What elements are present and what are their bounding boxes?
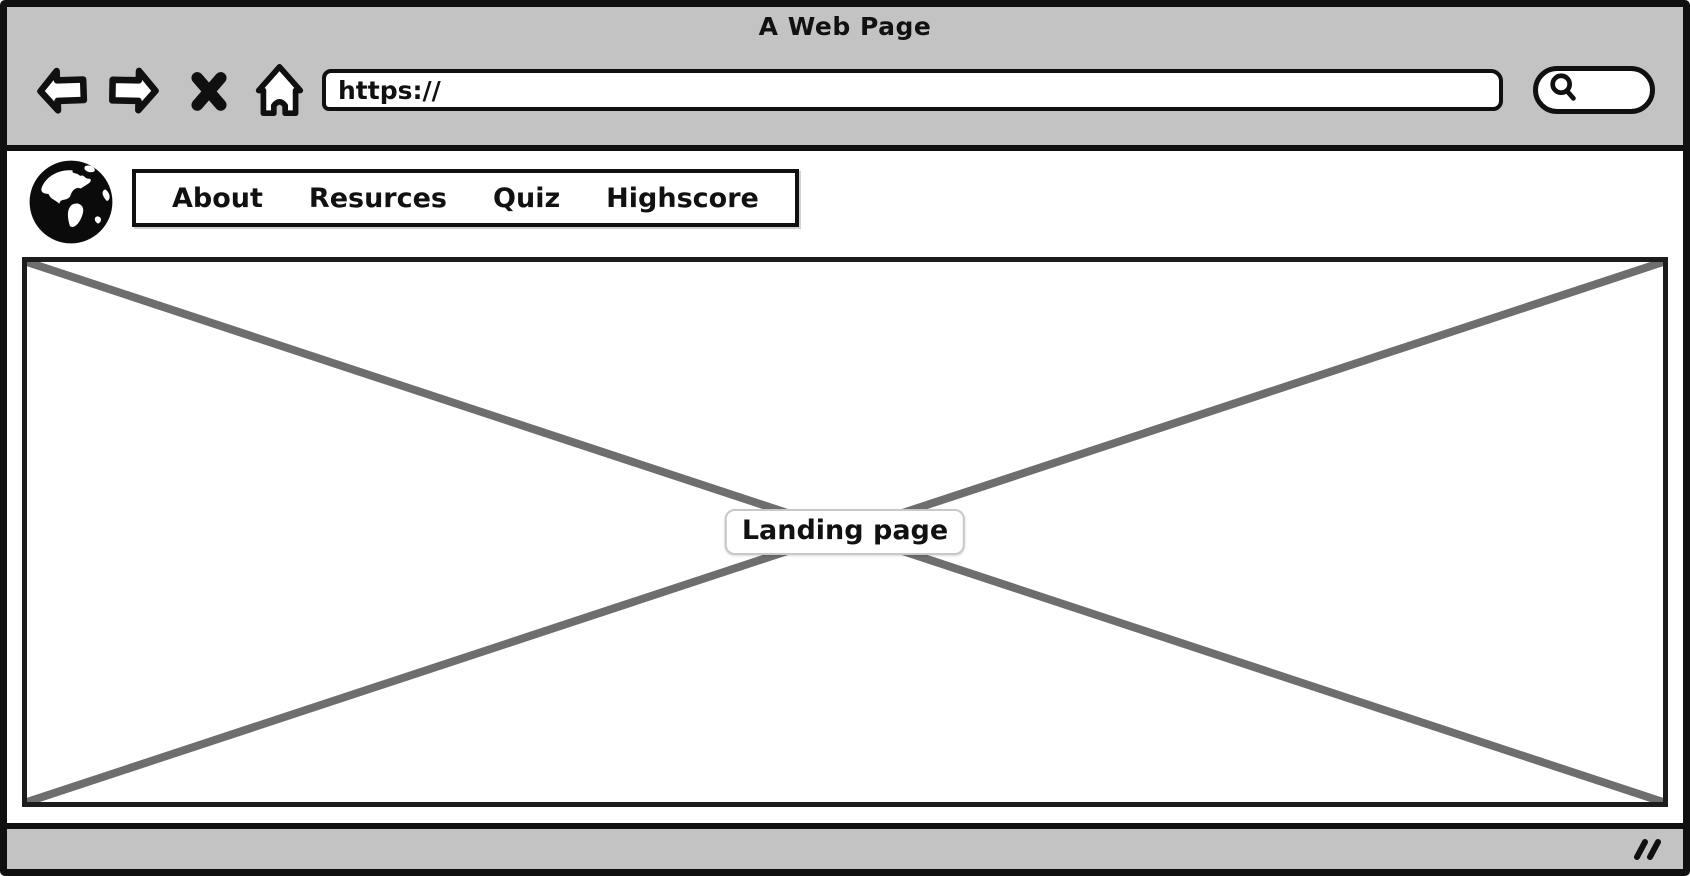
- browser-chrome: A Web Page: [7, 7, 1683, 151]
- back-icon: [32, 63, 92, 118]
- placeholder-label: Landing page: [724, 509, 966, 555]
- forward-button[interactable]: [105, 63, 164, 117]
- site-logo[interactable]: [26, 157, 116, 247]
- site-header: About Resurces Quiz Highscore: [22, 155, 1668, 251]
- browser-toolbar: [7, 45, 1683, 145]
- window-titlebar: A Web Page: [7, 7, 1683, 45]
- nav-item-about[interactable]: About: [172, 182, 263, 214]
- status-bar: [7, 823, 1683, 869]
- nav-item-quiz[interactable]: Quiz: [493, 182, 561, 214]
- main-nav: About Resurces Quiz Highscore: [132, 169, 799, 227]
- url-input[interactable]: [322, 69, 1503, 111]
- home-icon: [253, 62, 306, 119]
- search-icon: [1548, 71, 1580, 109]
- globe-icon: [26, 160, 116, 250]
- resize-grip-icon[interactable]: [1631, 837, 1667, 861]
- search-box[interactable]: [1533, 66, 1655, 114]
- nav-item-resurces[interactable]: Resurces: [308, 182, 448, 214]
- nav-item-highscore[interactable]: Highscore: [606, 182, 759, 214]
- back-button[interactable]: [32, 63, 92, 118]
- forward-icon: [105, 63, 164, 117]
- home-button[interactable]: [253, 62, 306, 119]
- page-content: About Resurces Quiz Highscore Landing pa…: [7, 151, 1683, 823]
- image-placeholder: Landing page: [22, 257, 1668, 807]
- stop-button[interactable]: [189, 68, 229, 113]
- window-title: A Web Page: [758, 11, 932, 41]
- stop-x-icon: [189, 68, 229, 113]
